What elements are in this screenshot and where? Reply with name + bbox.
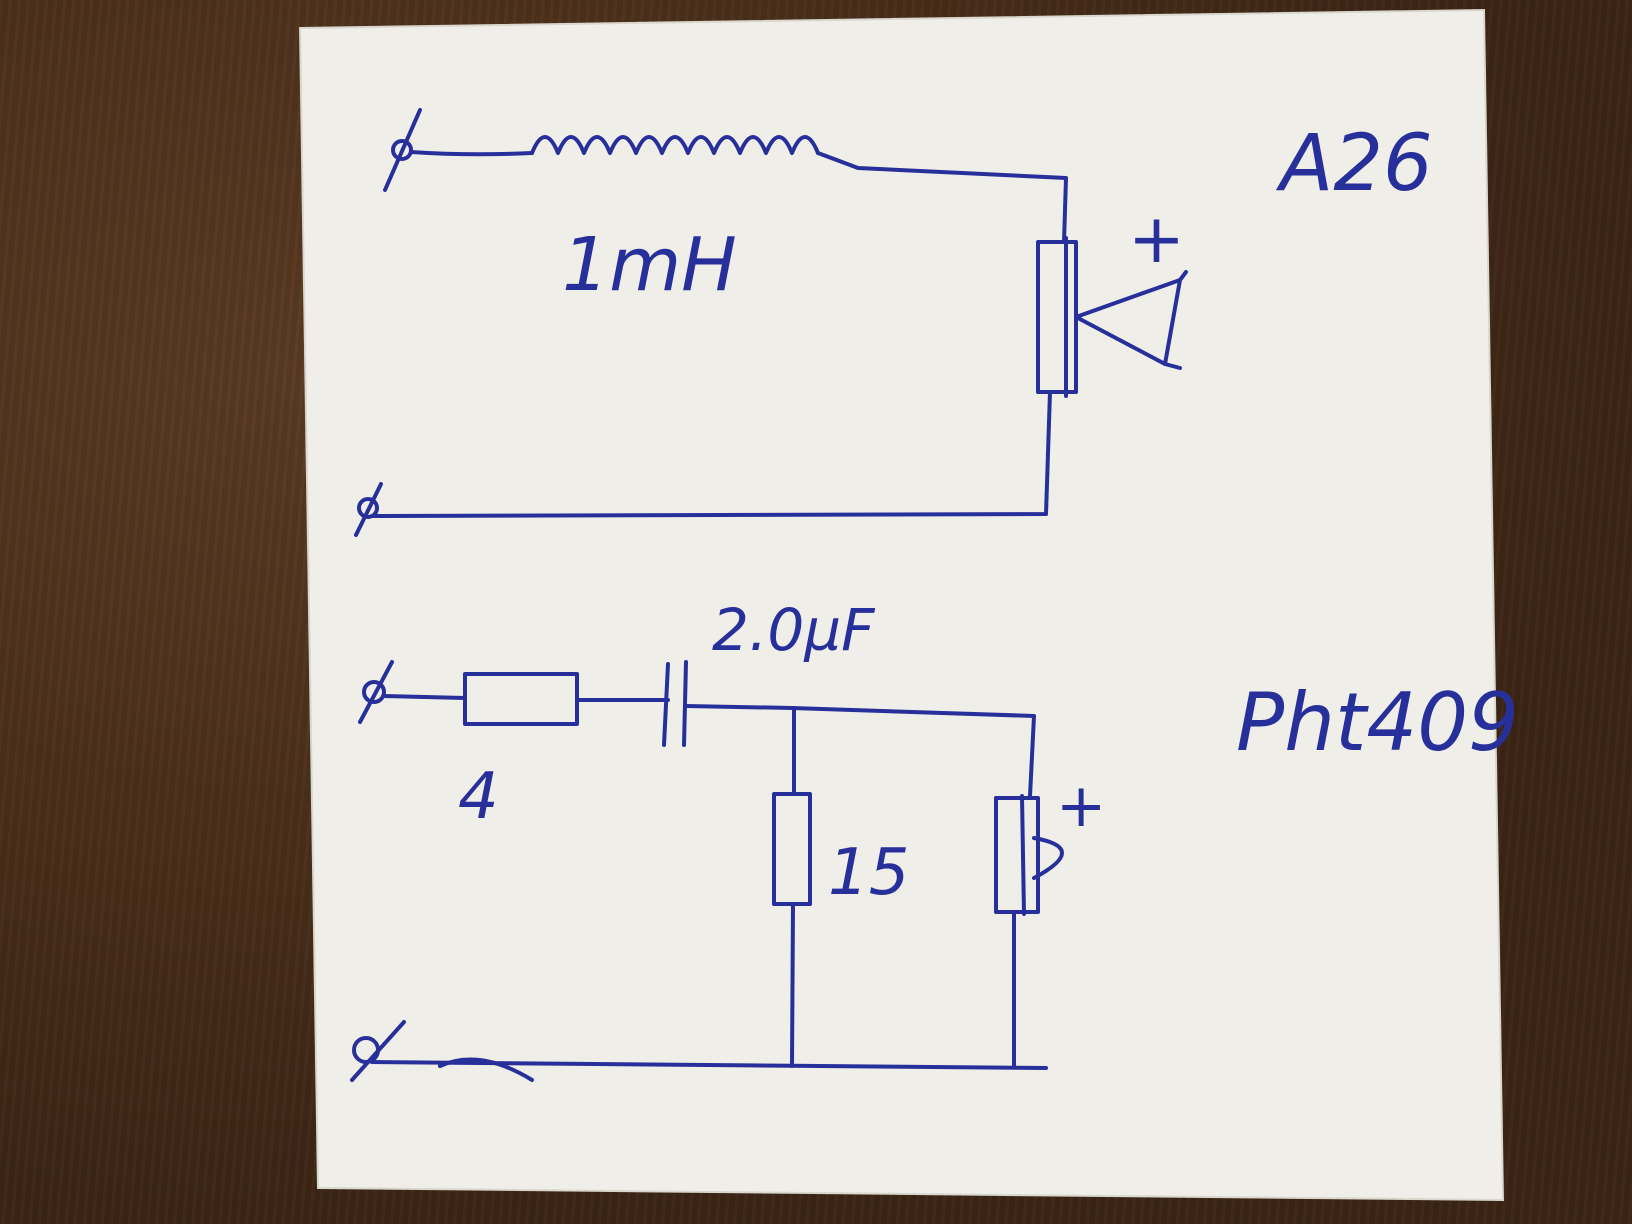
wire-top-return <box>370 390 1052 518</box>
terminal-top-negative <box>354 482 383 537</box>
capacitor <box>662 660 688 747</box>
label-capacitor-value: 2.0µF <box>712 596 876 664</box>
circuit-bottom <box>350 660 1064 1082</box>
wire-bottom-ground-rail <box>370 1060 1048 1070</box>
label-a26: A26 <box>1275 119 1433 209</box>
driver-a26-symbol <box>1036 236 1188 398</box>
terminal-bottom-positive <box>358 660 394 724</box>
wire-bottom-top-rail <box>684 704 1036 798</box>
label-pht409: Pht409 <box>1236 676 1519 769</box>
wire-bottom-input <box>382 694 467 700</box>
circuit-top <box>354 108 1188 537</box>
wire-shunt-to-ground <box>790 902 795 1068</box>
inductor-coil <box>530 135 820 155</box>
label-shunt-resistor-value: 15 <box>828 836 909 910</box>
driver-pht409-symbol <box>994 794 1064 916</box>
wire-top-input <box>409 150 534 157</box>
wire-top-to-driver <box>816 151 1068 244</box>
paper-note <box>298 8 1505 1202</box>
label-series-resistor-value: 4 <box>458 760 499 834</box>
ground-rail-squiggle <box>438 1057 534 1082</box>
terminal-bottom-negative <box>350 1020 406 1082</box>
label-inductor-value: 1mH <box>562 222 737 308</box>
label-bottom-driver-polarity: + <box>1056 771 1106 841</box>
terminal-top-positive <box>383 108 422 192</box>
label-top-driver-polarity: + <box>1128 200 1185 279</box>
